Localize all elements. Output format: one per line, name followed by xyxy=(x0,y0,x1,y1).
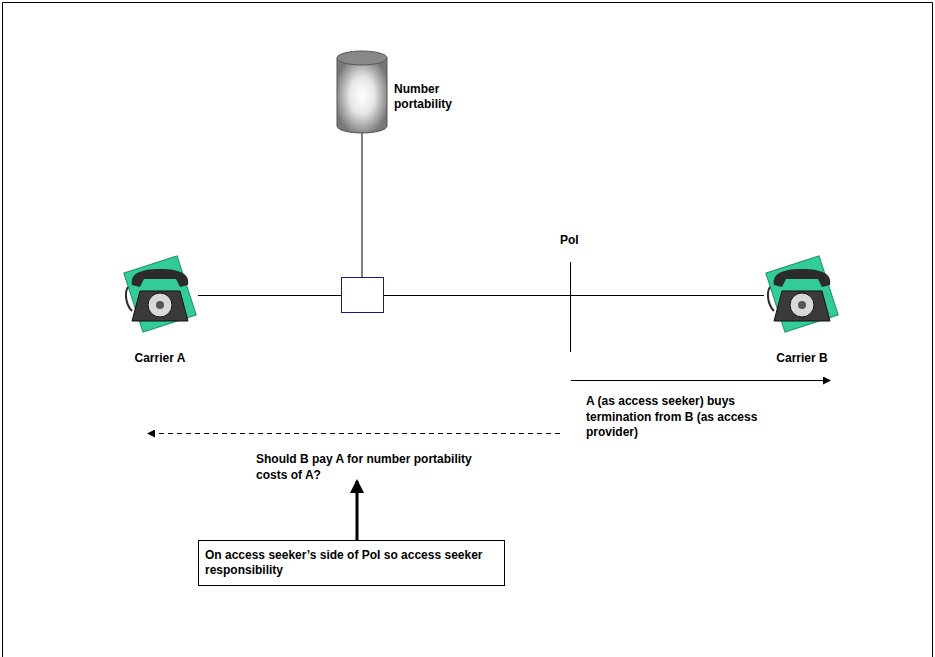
diagram-label: PoI xyxy=(560,233,600,249)
termination-arrow xyxy=(571,380,830,381)
database-node: Number portability xyxy=(336,50,388,134)
diagram-label: Should B pay A for number portability co… xyxy=(256,452,506,483)
phone-icon xyxy=(118,245,202,345)
poi-line xyxy=(570,262,571,352)
frame xyxy=(3,3,933,657)
phone-icon xyxy=(760,245,844,345)
carrier-node: Carrier B xyxy=(760,245,844,366)
payment-arrow xyxy=(148,433,560,434)
carrier-label: Carrier A xyxy=(118,351,202,366)
pointer-arrow xyxy=(356,481,359,540)
note-text: On access seeker’s side of PoI so access… xyxy=(205,548,498,578)
database-cylinder xyxy=(336,50,388,134)
note-box: On access seeker’s side of PoI so access… xyxy=(198,540,505,586)
junction-square xyxy=(342,278,384,313)
carrier-label: Carrier B xyxy=(760,351,844,366)
carrier-node: Carrier A xyxy=(118,245,202,366)
db-link-line xyxy=(362,132,363,277)
diagram-label: A (as access seeker) buys termination fr… xyxy=(586,394,786,441)
connector-line xyxy=(198,295,764,296)
database-label: Number portability xyxy=(394,82,474,112)
